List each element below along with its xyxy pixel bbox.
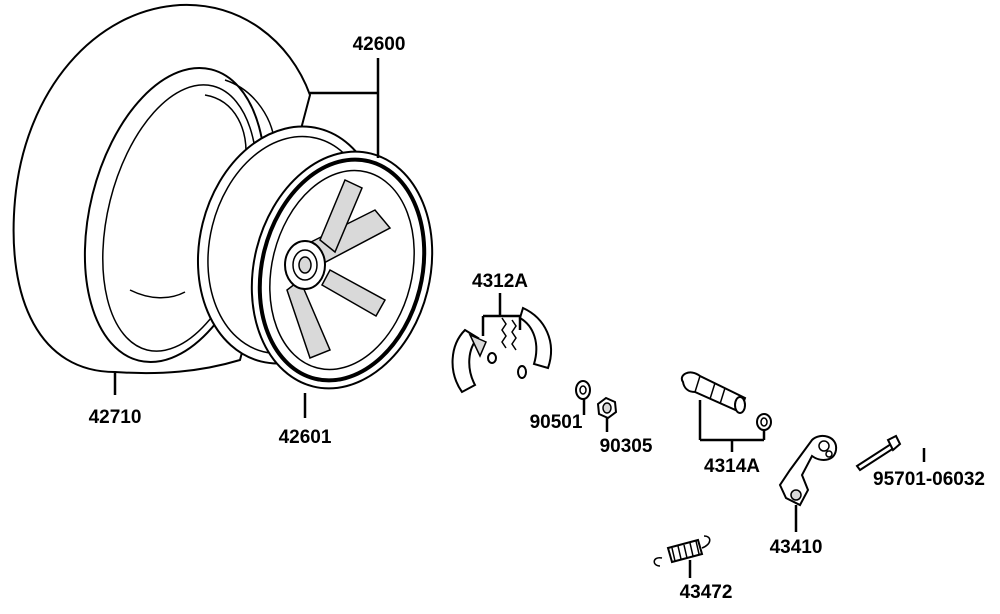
brake-arm-43410 (778, 434, 838, 507)
label-43410: 43410 (770, 537, 823, 558)
wheel-rim-42601 (196, 125, 434, 390)
label-43472: 43472 (680, 582, 733, 603)
label-90501: 90501 (530, 412, 583, 433)
brake-shoes-4312A (451, 306, 553, 394)
brake-camshaft-4314A (680, 371, 772, 431)
label-4312A: 4312A (472, 271, 528, 292)
label-95701-06032: 95701-06032 (873, 469, 985, 490)
label-90305: 90305 (600, 436, 653, 457)
label-4314A: 4314A (704, 456, 760, 477)
leader-lines (113, 58, 926, 578)
label-42710: 42710 (89, 407, 142, 428)
spring-43472 (653, 535, 711, 567)
label-42600: 42600 (353, 34, 406, 55)
nut-90305 (596, 396, 618, 420)
part-number-labels: 42600 42710 42601 4312A 90501 90305 4314… (89, 34, 985, 603)
bolt-95701-06032 (855, 434, 902, 472)
label-42601: 42601 (279, 427, 332, 448)
washer-90501 (575, 380, 591, 400)
